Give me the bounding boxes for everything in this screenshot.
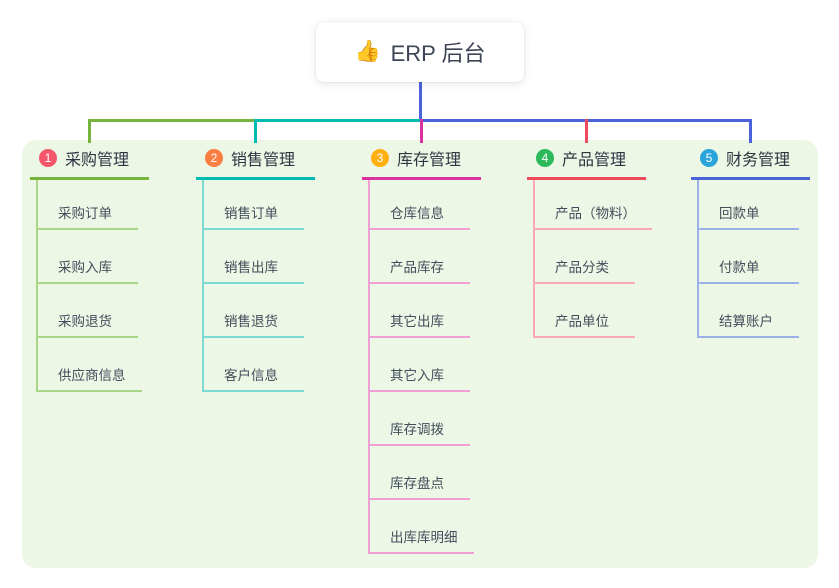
root-stem-line xyxy=(418,82,422,122)
child-node[interactable]: 仓库信息 xyxy=(370,180,470,230)
branch-drop-line xyxy=(585,119,588,143)
branch-children-5: 回款单付款单结算账户 xyxy=(697,180,799,338)
branch-drop-line xyxy=(254,119,257,143)
child-node[interactable]: 出库库明细 xyxy=(370,500,474,554)
branch-number-badge: 1 xyxy=(39,149,57,167)
branch-children-2: 销售订单销售出库销售退货客户信息 xyxy=(202,180,304,392)
child-node[interactable]: 销售出库 xyxy=(204,230,304,284)
branch-label: 财务管理 xyxy=(726,152,791,169)
child-node[interactable]: 库存盘点 xyxy=(370,446,470,500)
branch-children-1: 采购订单采购入库采购退货供应商信息 xyxy=(36,180,142,392)
child-node[interactable]: 库存调拨 xyxy=(370,392,470,446)
branch-header-3[interactable]: 3 库存管理 xyxy=(362,147,481,180)
branch-label: 产品管理 xyxy=(562,152,627,169)
branch-header-2[interactable]: 2 销售管理 xyxy=(196,147,315,180)
child-node[interactable]: 销售订单 xyxy=(204,180,304,230)
thumbs-up-icon: 👍 xyxy=(354,40,381,63)
branches-panel xyxy=(22,140,818,568)
root-node-title: ERP 后台 xyxy=(390,41,486,66)
hub-segment-teal xyxy=(254,119,420,122)
branch-drop-line xyxy=(749,119,752,143)
branch-header-1[interactable]: 1 采购管理 xyxy=(30,147,149,180)
child-node[interactable]: 产品单位 xyxy=(535,284,635,338)
child-node[interactable]: 采购订单 xyxy=(38,180,138,230)
branch-number-badge: 3 xyxy=(371,149,389,167)
child-node[interactable]: 采购退货 xyxy=(38,284,138,338)
branch-header-5[interactable]: 5 财务管理 xyxy=(691,147,810,180)
branch-label: 库存管理 xyxy=(397,152,462,169)
hub-segment-green xyxy=(88,119,256,122)
branch-drop-line xyxy=(420,119,423,143)
child-node[interactable]: 产品（物料） xyxy=(535,180,652,230)
child-node[interactable]: 采购入库 xyxy=(38,230,138,284)
child-node[interactable]: 其它出库 xyxy=(370,284,470,338)
branch-label: 销售管理 xyxy=(231,152,296,169)
child-node[interactable]: 产品库存 xyxy=(370,230,470,284)
child-node[interactable]: 结算账户 xyxy=(699,284,799,338)
branch-number-badge: 5 xyxy=(700,149,718,167)
root-node[interactable]: 👍 ERP 后台 xyxy=(316,22,524,82)
branch-number-badge: 2 xyxy=(205,149,223,167)
child-node[interactable]: 供应商信息 xyxy=(38,338,142,392)
child-node[interactable]: 产品分类 xyxy=(535,230,635,284)
branch-number-badge: 4 xyxy=(536,149,554,167)
child-node[interactable]: 付款单 xyxy=(699,230,799,284)
branch-children-3: 仓库信息产品库存其它出库其它入库库存调拨库存盘点出库库明细 xyxy=(368,180,474,554)
branch-drop-line xyxy=(88,119,91,143)
branch-header-4[interactable]: 4 产品管理 xyxy=(527,147,646,180)
child-node[interactable]: 客户信息 xyxy=(204,338,304,392)
branch-label: 采购管理 xyxy=(65,152,130,169)
child-node[interactable]: 其它入库 xyxy=(370,338,470,392)
branch-children-4: 产品（物料）产品分类产品单位 xyxy=(533,180,652,338)
child-node[interactable]: 销售退货 xyxy=(204,284,304,338)
child-node[interactable]: 回款单 xyxy=(699,180,799,230)
